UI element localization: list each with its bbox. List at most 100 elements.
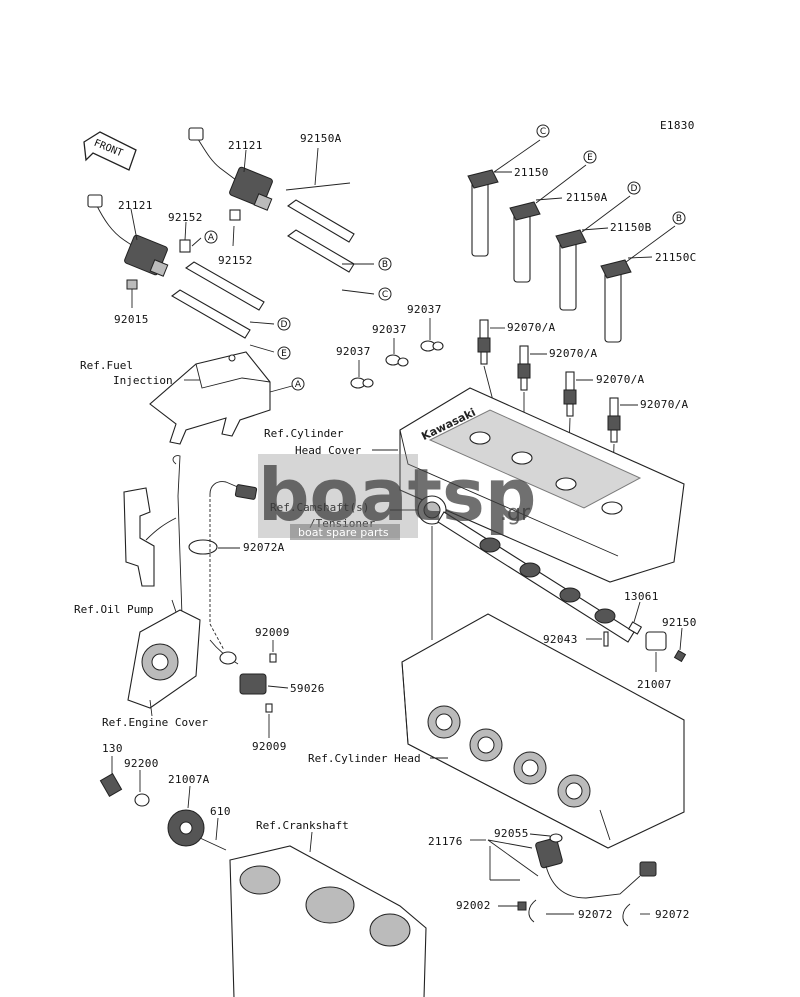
leader-59026 — [267, 685, 289, 689]
timing-rotor-21007A[interactable] — [167, 809, 205, 847]
clamp-92037-b[interactable] — [385, 354, 409, 367]
ref-fuel-injection-line2: Injection — [113, 374, 173, 387]
watermark-text: boatsp — [258, 453, 536, 537]
oil-pump-bracket — [123, 455, 183, 617]
watermark-logo: boatsp .gr boat spare parts — [258, 453, 536, 540]
label-92072A: 92072A — [243, 541, 285, 554]
leader-610 — [215, 817, 219, 841]
label-92037-b: 92037 — [372, 323, 407, 336]
label-92070A-4: 92070/A — [640, 398, 689, 411]
rotor-21007[interactable] — [645, 631, 667, 651]
label-92070A-2: 92070/A — [549, 347, 598, 360]
cylinder-head-cover: Kawasaki — [399, 387, 685, 583]
leader-oil-pump — [171, 599, 177, 613]
label-21150B: 21150B — [610, 221, 652, 234]
key-610[interactable] — [199, 837, 227, 851]
clamp-92037-a[interactable] — [350, 377, 374, 389]
label-92200: 92200 — [124, 757, 159, 770]
plug-cap-21150B[interactable] — [555, 195, 631, 311]
front-arrow-icon: FRONT — [83, 131, 137, 171]
diagram-code: E1830 — [660, 119, 695, 132]
spark-plug-1[interactable] — [477, 319, 491, 365]
engine-cover — [127, 609, 201, 709]
watermark-suffix: .gr — [500, 501, 531, 526]
spark-plug-4[interactable] — [607, 397, 621, 443]
label-92009-lower: 92009 — [252, 740, 287, 753]
label-92015: 92015 — [114, 313, 149, 326]
clamp-92037-c[interactable] — [420, 340, 444, 352]
label-92009-upper: 92009 — [255, 626, 290, 639]
watermark-tagline: boat spare parts — [298, 526, 389, 539]
ref-cylinder-head-cover-line1: Ref.Cylinder — [264, 427, 344, 440]
bolt-92150[interactable] — [673, 649, 687, 663]
leader-lines-bottom-right — [470, 809, 650, 915]
ref-cylinder-head: Ref.Cylinder Head — [308, 752, 421, 765]
pin-13061[interactable] — [627, 621, 643, 635]
cam-position-sensor[interactable] — [209, 481, 258, 651]
label-92002: 92002 — [456, 899, 491, 912]
svg-text:C: C — [382, 290, 388, 300]
label-92043: 92043 — [543, 633, 578, 646]
ignition-coil-lower[interactable] — [87, 194, 265, 339]
plug-cap-21150C[interactable] — [600, 225, 676, 343]
bolt-92009-lower[interactable] — [265, 703, 273, 713]
leader-engine-cover — [149, 699, 153, 717]
ref-cylinder-head-cover-line2: Head Cover — [295, 444, 362, 457]
plug-cap-21150[interactable] — [467, 139, 541, 257]
svg-text:B: B — [382, 260, 388, 270]
leader-crankshaft — [309, 831, 313, 853]
svg-text:B: B — [676, 214, 682, 224]
fuel-injection-bracket — [149, 351, 271, 445]
spark-plug-2[interactable] — [517, 345, 531, 391]
label-21121-lower: 21121 — [118, 199, 153, 212]
spark-plug-3[interactable] — [563, 371, 577, 417]
callout-A-upper: A — [204, 230, 218, 244]
leader-21007A — [187, 785, 191, 809]
plug-cap-21150A[interactable] — [509, 164, 587, 283]
callout-D-right: D — [627, 181, 641, 195]
camshaft — [417, 495, 635, 643]
bolt-92002[interactable] — [517, 901, 527, 911]
label-92150: 92150 — [662, 616, 697, 629]
ignition-coil-upper[interactable] — [188, 127, 355, 273]
leader-lines-top-left — [130, 147, 375, 353]
ref-crankshaft: Ref.Crankshaft — [256, 819, 349, 832]
svg-text:D: D — [281, 320, 288, 330]
washer-92200[interactable] — [134, 793, 150, 807]
leader-13061 — [633, 601, 641, 623]
label-13061: 13061 — [624, 590, 659, 603]
callout-E-left: E — [277, 346, 291, 360]
bolt-130[interactable] — [99, 773, 123, 797]
label-92070A-1: 92070/A — [507, 321, 556, 334]
leader-lines-top-right — [494, 171, 653, 259]
svg-text:E: E — [587, 153, 593, 163]
callout-D-left: D — [277, 317, 291, 331]
svg-text:A: A — [208, 233, 215, 243]
label-610: 610 — [210, 805, 231, 818]
bolt-92009-upper[interactable] — [269, 653, 277, 663]
crank-sensor-21176[interactable] — [528, 833, 657, 927]
label-92072-bottom-b: 92072 — [655, 908, 690, 921]
ref-fuel-injection-line1: Ref.Fuel — [80, 359, 133, 372]
label-21150A: 21150A — [566, 191, 608, 204]
label-21121-upper: 21121 — [228, 139, 263, 152]
label-59026: 59026 — [290, 682, 325, 695]
leader-callout-A-bracket — [269, 385, 293, 393]
svg-text:A: A — [295, 380, 302, 390]
pickup-coil-59026[interactable] — [209, 639, 267, 695]
crankshaft — [229, 845, 427, 997]
clamp-92072A[interactable] — [188, 539, 218, 555]
label-21150: 21150 — [514, 166, 549, 179]
callout-C-left: C — [378, 287, 392, 301]
label-92150A: 92150A — [300, 132, 342, 145]
label-92037-c: 92037 — [407, 303, 442, 316]
svg-text:D: D — [631, 184, 638, 194]
callout-A-bracket: A — [291, 377, 305, 391]
label-21150C: 21150C — [655, 251, 697, 264]
label-92055: 92055 — [494, 827, 529, 840]
label-92070A-3: 92070/A — [596, 373, 645, 386]
callout-C-right: C — [536, 124, 550, 138]
pin-92043[interactable] — [603, 631, 609, 647]
label-130: 130 — [102, 742, 123, 755]
